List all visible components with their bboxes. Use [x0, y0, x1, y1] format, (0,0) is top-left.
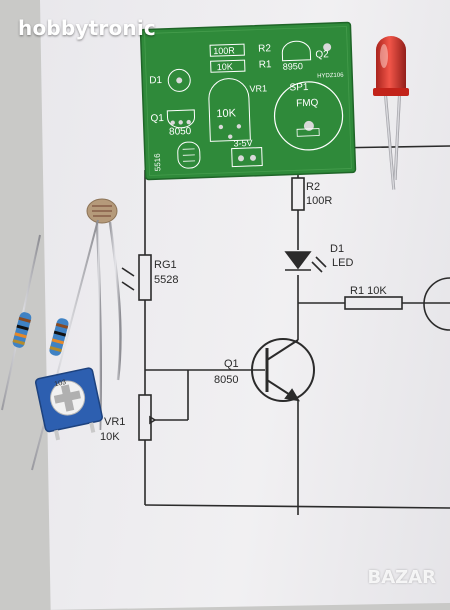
svg-text:103: 103	[54, 379, 67, 388]
pcb-board: R2 R1 Q2 8950 100R 10K D1 VR1 10K Q1 805…	[139, 21, 357, 181]
schematic-q1-label: Q1	[224, 358, 239, 370]
schematic-r2-resistor	[291, 177, 305, 211]
pcb-fmq-label: FMQ	[296, 98, 319, 110]
schematic-vr1-potentiometer	[138, 394, 156, 441]
schematic-rg1-photoresistor	[121, 254, 152, 301]
brand-logo-text: hobbytronic	[18, 16, 156, 40]
schematic-r2-label: R2	[306, 181, 320, 193]
ldr-component	[86, 198, 122, 431]
pcb-r1-label: R1	[259, 59, 273, 70]
schematic-rg1-label: RG1	[154, 259, 177, 271]
pcb-r2-label: R2	[258, 43, 272, 54]
schematic-wiring	[144, 145, 450, 515]
schematic-r1-resistor	[344, 296, 403, 310]
pcb-q1-label: Q1	[150, 113, 164, 124]
pcb-q2-label: Q2	[315, 49, 329, 60]
resistor-left	[1, 234, 41, 411]
schematic-buzzer-edge	[423, 277, 450, 331]
schematic-d1-label: D1	[330, 243, 344, 255]
pcb-sp1-label: SP1	[289, 82, 309, 94]
schematic-q1-transistor	[251, 338, 315, 402]
pcb-ldr-label: 5516	[153, 153, 163, 172]
watermark-text: BAZAR	[367, 567, 437, 588]
pcb-r1-value: 10K	[217, 62, 233, 73]
resistor-middle	[31, 219, 99, 471]
schematic-r2-value: 100R	[306, 195, 332, 207]
pcb-vr1-value: 10K	[216, 107, 237, 120]
trimmer-potentiometer: 103	[34, 367, 103, 441]
schematic-d1-led	[284, 251, 327, 273]
schematic-r1-label: R1 10K	[350, 285, 387, 297]
pcb-power-label: 3-5V	[233, 138, 252, 149]
schematic-q1-value: 8050	[214, 374, 238, 386]
schematic-vr1-label: VR1	[104, 416, 125, 428]
schematic-rg1-value: 5528	[154, 274, 178, 286]
pcb-q2-part: 8950	[283, 61, 303, 72]
pcb-r2-value: 100R	[213, 45, 235, 56]
schematic-d1-value: LED	[332, 257, 353, 269]
schematic-vr1-value: 10K	[100, 431, 120, 443]
pcb-d1-label: D1	[149, 75, 163, 86]
pcb-code-label: HYDZ106	[317, 73, 344, 80]
pcb-vr1-label: VR1	[249, 83, 267, 94]
pcb-q1-part: 8050	[169, 126, 192, 138]
red-led-component	[373, 36, 409, 190]
